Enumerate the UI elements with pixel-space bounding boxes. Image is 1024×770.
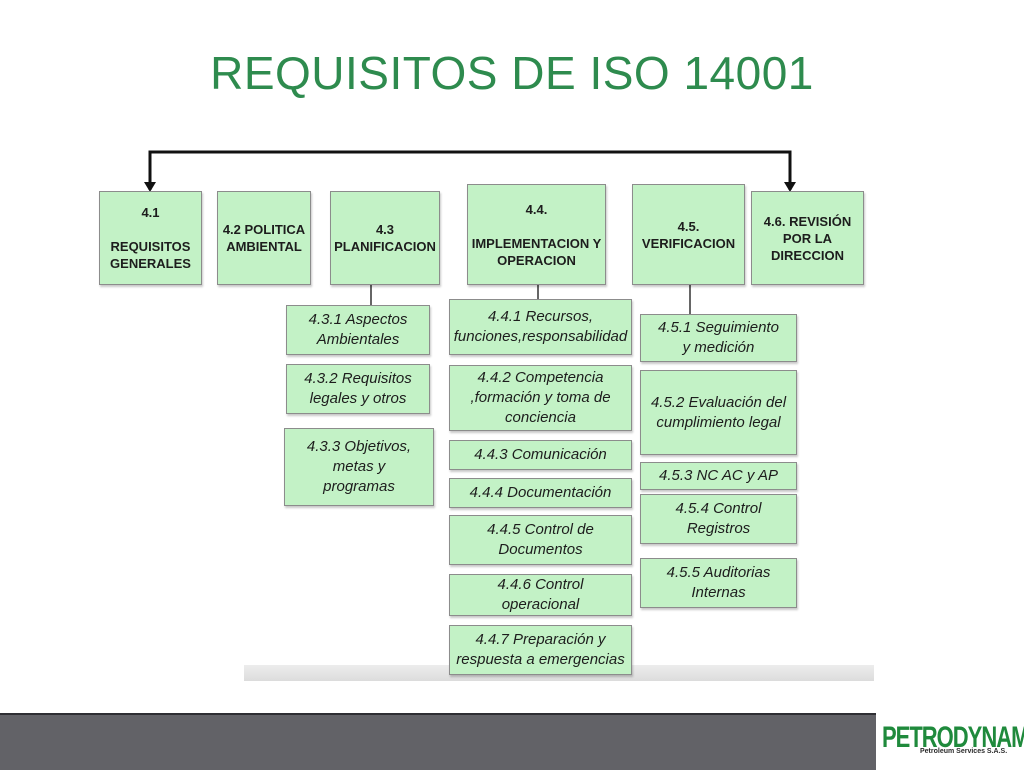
box-politica-ambiental: 4.2 POLITICA AMBIENTAL [217,191,311,285]
subbox-requisitos-legales: 4.3.2 Requisitos legales y otros [286,364,430,414]
subbox-preparacion-emergencias: 4.4.7 Preparación y respuesta a emergenc… [449,625,632,675]
subbox-objetivos-metas: 4.3.3 Objetivos, metas y programas [284,428,434,506]
feedback-loop-arrow [144,150,796,192]
subbox-control-registros: 4.5.4 Control Registros [640,494,797,544]
logo-wordmark: PETRODYNAMIC [882,720,1024,754]
subbox-aspectos-ambientales: 4.3.1 Aspectos Ambientales [286,305,430,355]
arrow-down-icon [144,182,156,192]
arrow-down-icon [784,182,796,192]
logo-tagline: Petroleum Services S.A.S. [920,748,1008,755]
subbox-competencia: 4.4.2 Competencia ,formación y toma de c… [449,365,632,431]
company-logo: PETRODYNAMIC Petroleum Services S.A.S. [880,720,1024,760]
subbox-recursos: 4.4.1 Recursos, funciones,responsabilida… [449,299,632,355]
subbox-auditorias-internas: 4.5.5 Auditorias Internas [640,558,797,608]
box-verificacion: 4.5. VERIFICACION [632,184,745,285]
subbox-evaluacion-cumplimiento: 4.5.2 Evaluación del cumplimiento legal [640,370,797,455]
box-revision-direccion: 4.6. REVISIÓN POR LA DIRECCION [751,191,864,285]
slide-title: REQUISITOS DE ISO 14001 [210,47,814,99]
box-planificacion: 4.3 PLANIFICACION [330,191,440,285]
subbox-nc-ac-ap: 4.5.3 NC AC y AP [640,462,797,490]
subbox-seguimiento-medicion: 4.5.1 Seguimiento y medición [640,314,797,362]
box-implementacion-operacion: 4.4. IMPLEMENTACION Y OPERACION [467,184,606,285]
footer-bar [0,713,876,770]
subbox-control-operacional: 4.4.6 Control operacional [449,574,632,616]
subbox-documentacion: 4.4.4 Documentación [449,478,632,508]
subbox-control-documentos: 4.4.5 Control de Documentos [449,515,632,565]
box-requisitos-generales: 4.1 REQUISITOS GENERALES [99,191,202,285]
subbox-comunicacion: 4.4.3 Comunicación [449,440,632,470]
